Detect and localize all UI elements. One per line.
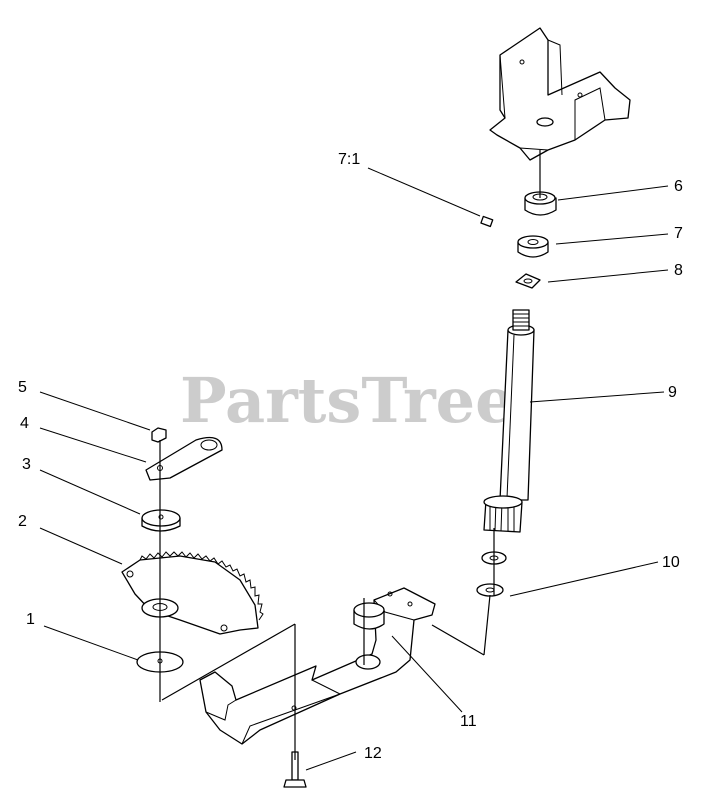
callout-8: 8 xyxy=(674,262,683,279)
callout-5: 5 xyxy=(18,379,27,396)
mounting-bracket-part-11 xyxy=(199,587,436,745)
bearing-part-7 xyxy=(517,235,549,258)
washer-part-8 xyxy=(515,273,541,289)
washer-part-10-lower xyxy=(476,583,504,597)
leader-lines xyxy=(39,167,669,771)
steering-shaft-part-9 xyxy=(483,309,535,533)
callout-7: 7 xyxy=(674,225,683,242)
callout-6: 6 xyxy=(674,178,683,195)
sector-gear-part-2 xyxy=(121,551,264,635)
steering-support-bracket xyxy=(489,27,631,161)
bolt-part-12 xyxy=(283,751,307,788)
assembly-axis-lines xyxy=(159,150,541,760)
spacer-part-3 xyxy=(141,509,181,532)
callout-10: 10 xyxy=(662,554,680,571)
watermark: PartsTree xyxy=(180,364,515,437)
hex-nut-part-5 xyxy=(151,427,167,443)
callout-labels: 1 2 3 4 5 6 7 7:1 8 9 10 11 12 xyxy=(18,151,683,762)
callout-12: 12 xyxy=(364,745,382,762)
callout-9: 9 xyxy=(668,384,677,401)
set-screw-part-7-1 xyxy=(480,215,494,228)
steering-arm-part-4 xyxy=(145,436,223,481)
callout-7-1: 7:1 xyxy=(338,151,360,168)
callout-4: 4 xyxy=(20,415,29,432)
callout-1: 1 xyxy=(26,611,35,628)
callout-11: 11 xyxy=(460,713,477,730)
callout-2: 2 xyxy=(18,513,27,530)
callout-3: 3 xyxy=(22,456,31,473)
